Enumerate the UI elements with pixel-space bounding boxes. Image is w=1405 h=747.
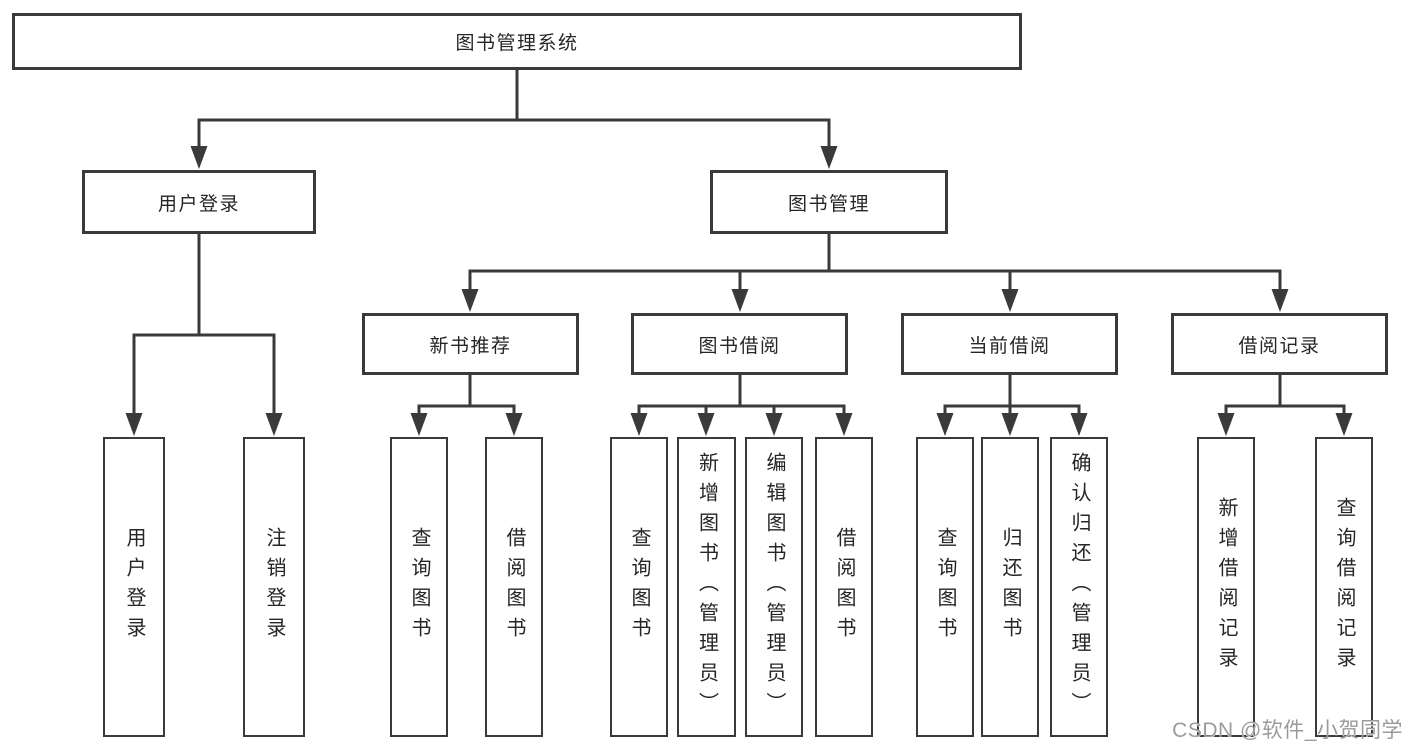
node-recommend-query-books: 查询图书 bbox=[390, 437, 448, 737]
node-library-system: 图书管理系统 bbox=[12, 13, 1022, 70]
node-user-login-group: 用户登录 bbox=[82, 170, 316, 234]
node-add-book-admin: 新增图书（管理员） bbox=[677, 437, 736, 737]
node-edit-book-admin: 编辑图书（管理员） bbox=[745, 437, 803, 737]
csdn-watermark: CSDN @软件_小贺同学 bbox=[1172, 719, 1403, 742]
node-user-login: 用户登录 bbox=[103, 437, 165, 737]
node-recommend-borrow-books: 借阅图书 bbox=[485, 437, 543, 737]
node-borrowing-query-books: 查询图书 bbox=[610, 437, 668, 737]
node-current-borrowing: 当前借阅 bbox=[901, 313, 1118, 375]
node-borrow-records: 借阅记录 bbox=[1171, 313, 1388, 375]
node-book-management: 图书管理 bbox=[710, 170, 948, 234]
node-book-borrowing: 图书借阅 bbox=[631, 313, 848, 375]
node-query-borrow-record: 查询借阅记录 bbox=[1315, 437, 1373, 737]
node-logout: 注销登录 bbox=[243, 437, 305, 737]
node-return-books: 归还图书 bbox=[981, 437, 1039, 737]
node-confirm-return-admin: 确认归还（管理员） bbox=[1050, 437, 1108, 737]
node-borrowing-borrow-books: 借阅图书 bbox=[815, 437, 873, 737]
node-new-book-recommend: 新书推荐 bbox=[362, 313, 579, 375]
node-current-query-books: 查询图书 bbox=[916, 437, 974, 737]
node-add-borrow-record: 新增借阅记录 bbox=[1197, 437, 1255, 737]
